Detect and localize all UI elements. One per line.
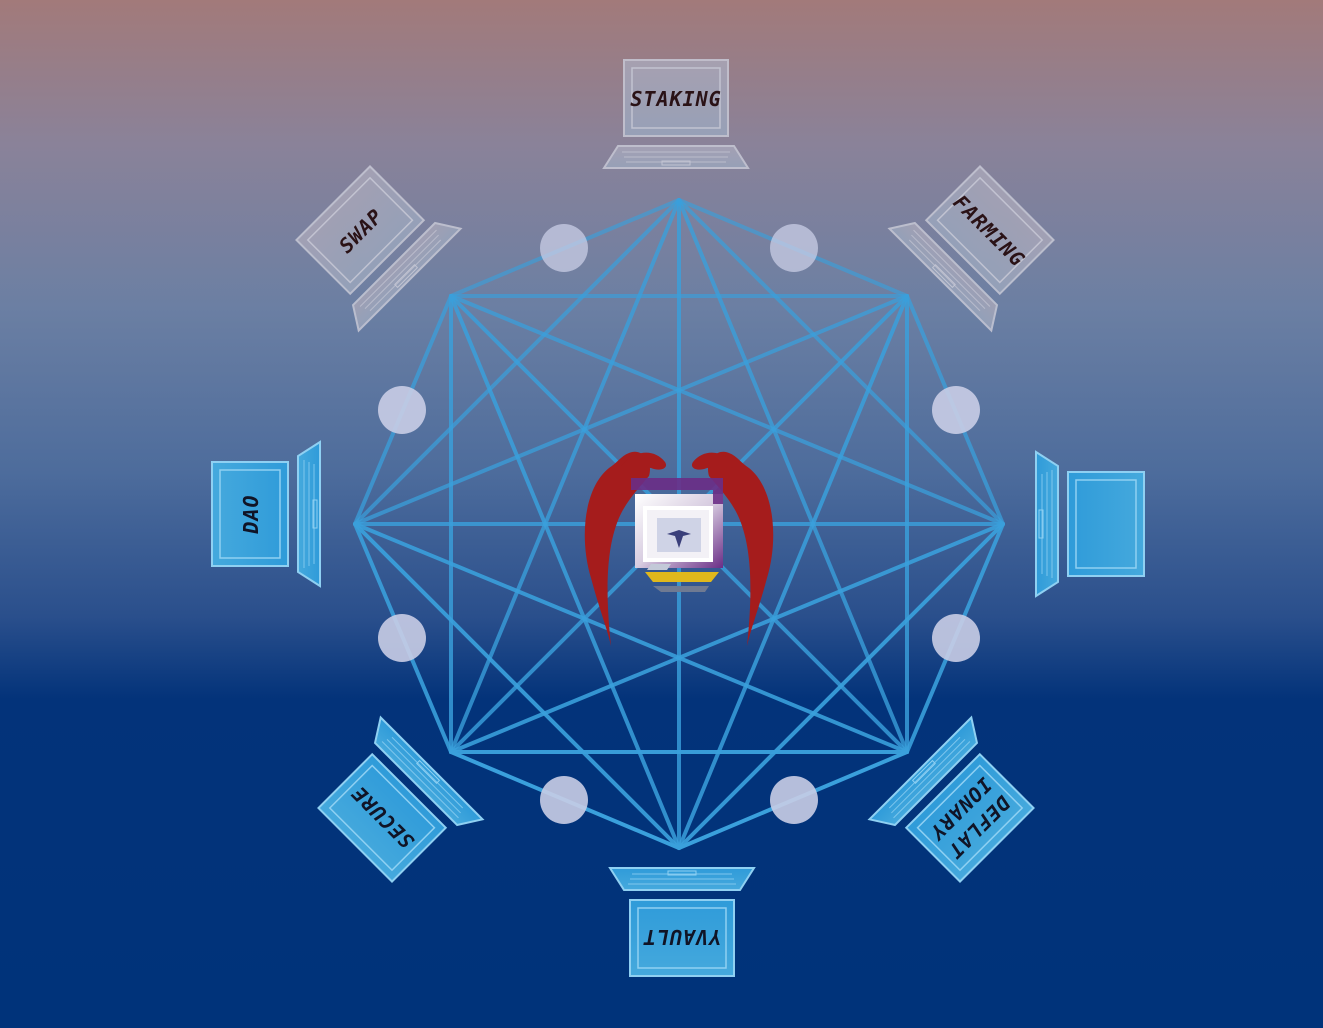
laptop-key-row <box>893 741 971 819</box>
connector-dot-icon <box>932 386 980 434</box>
network-edge <box>449 294 1005 526</box>
laptop-label-yvault: YVAULT <box>643 925 721 949</box>
laptop-key-row <box>908 239 981 312</box>
laptop-node-dao[interactable]: DAO <box>211 440 321 588</box>
laptop-touchpad <box>661 160 691 166</box>
laptop-key-row <box>369 239 442 312</box>
connector-dot-icon <box>932 614 980 662</box>
laptop-touchpad <box>394 264 419 289</box>
connector-dots <box>378 224 980 824</box>
connector-dot-icon <box>378 614 426 662</box>
laptop-screen <box>629 899 735 977</box>
laptop-node-right[interactable] <box>1035 450 1145 598</box>
network-edge <box>353 522 909 754</box>
laptop-screen <box>1067 471 1145 577</box>
laptop-screen <box>317 752 448 883</box>
laptop-key-row <box>888 736 961 809</box>
connector-dot-icon <box>770 776 818 824</box>
laptop-screen-bezel <box>936 176 1044 284</box>
connector-dot-icon <box>540 776 588 824</box>
laptop-key-row <box>391 736 464 809</box>
connector-dot-icon <box>378 386 426 434</box>
laptop-screen-bezel <box>916 764 1024 872</box>
laptop-key-row <box>913 229 991 307</box>
laptop-screen <box>211 461 289 567</box>
laptop-node-yvault[interactable]: YVAULT <box>608 867 756 977</box>
laptop-screen <box>924 165 1055 296</box>
laptop-screen-bezel <box>1075 479 1137 569</box>
laptop-touchpad <box>1038 509 1044 539</box>
laptop-key-row <box>364 234 439 309</box>
laptop-node-farming[interactable]: FARMING <box>887 152 1067 333</box>
connector-dot-icon <box>540 224 588 272</box>
laptop-label-staking: STAKING <box>630 87 721 111</box>
laptop-node-secure[interactable]: SECURE <box>304 715 485 895</box>
laptop-screen <box>623 59 729 137</box>
laptop-screen-bezel <box>306 176 414 284</box>
laptop-key-row <box>386 739 461 814</box>
laptop-screen-bezel <box>637 907 727 969</box>
laptop-touchpad <box>312 499 318 529</box>
laptop-screen-bezel <box>219 469 281 559</box>
laptop-screen <box>295 165 426 296</box>
laptop-key-row <box>911 234 986 309</box>
laptop-touchpad <box>416 759 441 784</box>
laptop-touchpad <box>931 264 956 289</box>
network-edges <box>353 198 1005 850</box>
laptop-key-row <box>891 739 966 814</box>
laptop-keyboard <box>351 221 463 333</box>
laptop-screen-bezel <box>328 764 436 872</box>
network-edge <box>677 294 909 850</box>
laptop-keyboard <box>887 221 999 333</box>
laptop-label-dao: DAO <box>239 494 263 534</box>
laptop-key-row <box>359 229 437 307</box>
network-edge <box>353 522 681 850</box>
laptop-touchpad <box>667 870 697 876</box>
laptop-touchpad <box>911 759 936 784</box>
laptop-node-staking[interactable]: STAKING <box>602 59 750 169</box>
network-edge <box>353 294 909 526</box>
laptop-key-row <box>381 741 459 819</box>
network-edge <box>449 294 681 850</box>
laptop-keyboard <box>867 715 979 827</box>
laptop-keyboard <box>373 715 485 827</box>
laptop-screen <box>904 752 1035 883</box>
connector-dot-icon <box>770 224 818 272</box>
brand-logo-icon <box>584 451 774 646</box>
laptop-node-swap[interactable]: SWAP <box>282 152 463 333</box>
laptop-screen-bezel <box>631 67 721 129</box>
